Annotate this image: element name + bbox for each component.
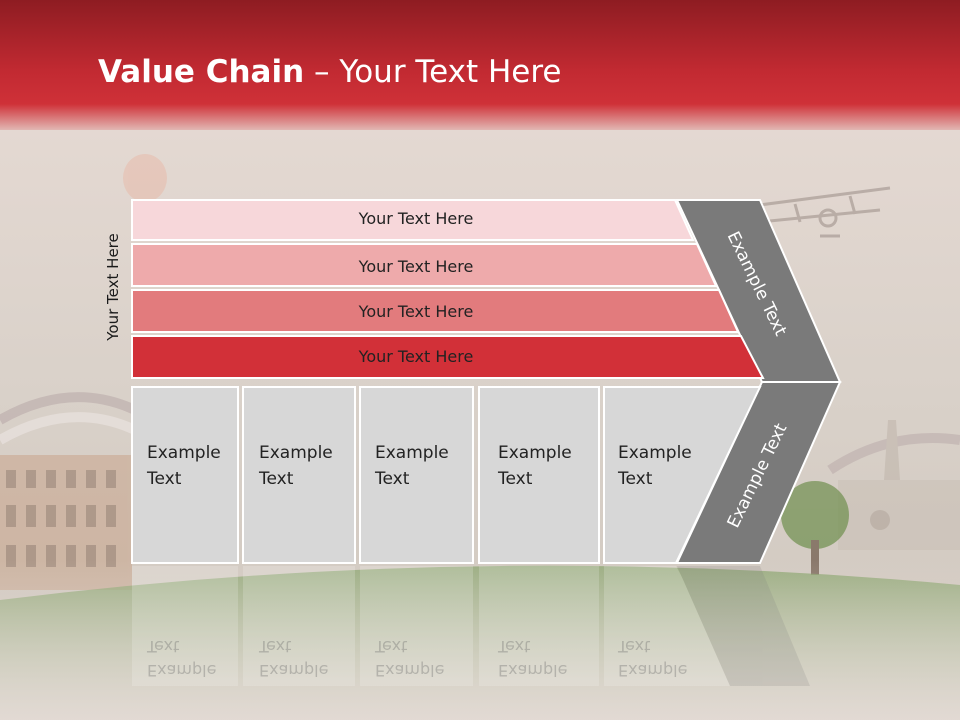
box-1-line2: Text (147, 469, 182, 489)
box-5 (603, 386, 762, 564)
box-1-line1: Example (147, 443, 221, 463)
box-3-reflection-line1: Example (375, 661, 445, 680)
page-title: Value Chain – Your Text Here (98, 54, 561, 90)
box-5-reflection-line2: Text (618, 637, 651, 656)
box-4-reflection: Example Text (498, 634, 567, 682)
title-rest: – Your Text Here (304, 54, 562, 90)
bar-1 (131, 199, 695, 241)
box-3-line1: Example (375, 443, 449, 463)
box-1-reflection-line1: Example (147, 661, 217, 680)
box-3-text: Example Text (375, 440, 449, 492)
box-2-reflection: Example Text (259, 634, 328, 682)
box-1-reflection: Example Text (147, 634, 216, 682)
box-4-line2: Text (498, 469, 533, 489)
box-2-line1: Example (259, 443, 333, 463)
box-4 (478, 386, 600, 564)
bar-4 (131, 335, 765, 379)
box-3 (359, 386, 474, 564)
box-1-text: Example Text (147, 440, 221, 492)
box-5-reflection-line1: Example (618, 661, 688, 680)
box-3-reflection-line2: Text (375, 637, 408, 656)
arch-decoration (0, 392, 138, 445)
box-5-reflection: Example Text (618, 634, 687, 682)
box-1-reflection-line2: Text (147, 637, 180, 656)
reflection (132, 566, 810, 686)
box-2-line2: Text (259, 469, 294, 489)
title-band (0, 0, 960, 130)
bar-3-label: Your Text Here (358, 302, 474, 321)
box-2 (242, 386, 356, 564)
bar-3 (131, 289, 740, 333)
bar-1-label: Your Text Here (358, 209, 474, 228)
box-1 (131, 386, 239, 564)
box-3-reflection: Example Text (375, 634, 444, 682)
box-4-text: Example Text (498, 440, 572, 492)
bar-4-label: Your Text Here (358, 347, 474, 366)
cathedral-icon (827, 420, 960, 550)
title-bold: Value Chain (98, 54, 305, 90)
biplane-icon (751, 186, 891, 238)
bar-2-label: Your Text Here (358, 257, 474, 276)
box-5-line2: Text (618, 469, 653, 489)
box-4-reflection-line2: Text (498, 637, 531, 656)
box-2-text: Example Text (259, 440, 333, 492)
box-2-reflection-line2: Text (259, 637, 292, 656)
box-2-reflection-line1: Example (259, 661, 329, 680)
tree-icon (781, 481, 849, 575)
box-3-line2: Text (375, 469, 410, 489)
box-5-line1: Example (618, 443, 692, 463)
bar-2 (131, 243, 718, 287)
box-5-text: Example Text (618, 440, 692, 492)
box-4-reflection-line1: Example (498, 661, 568, 680)
box-4-line1: Example (498, 443, 572, 463)
